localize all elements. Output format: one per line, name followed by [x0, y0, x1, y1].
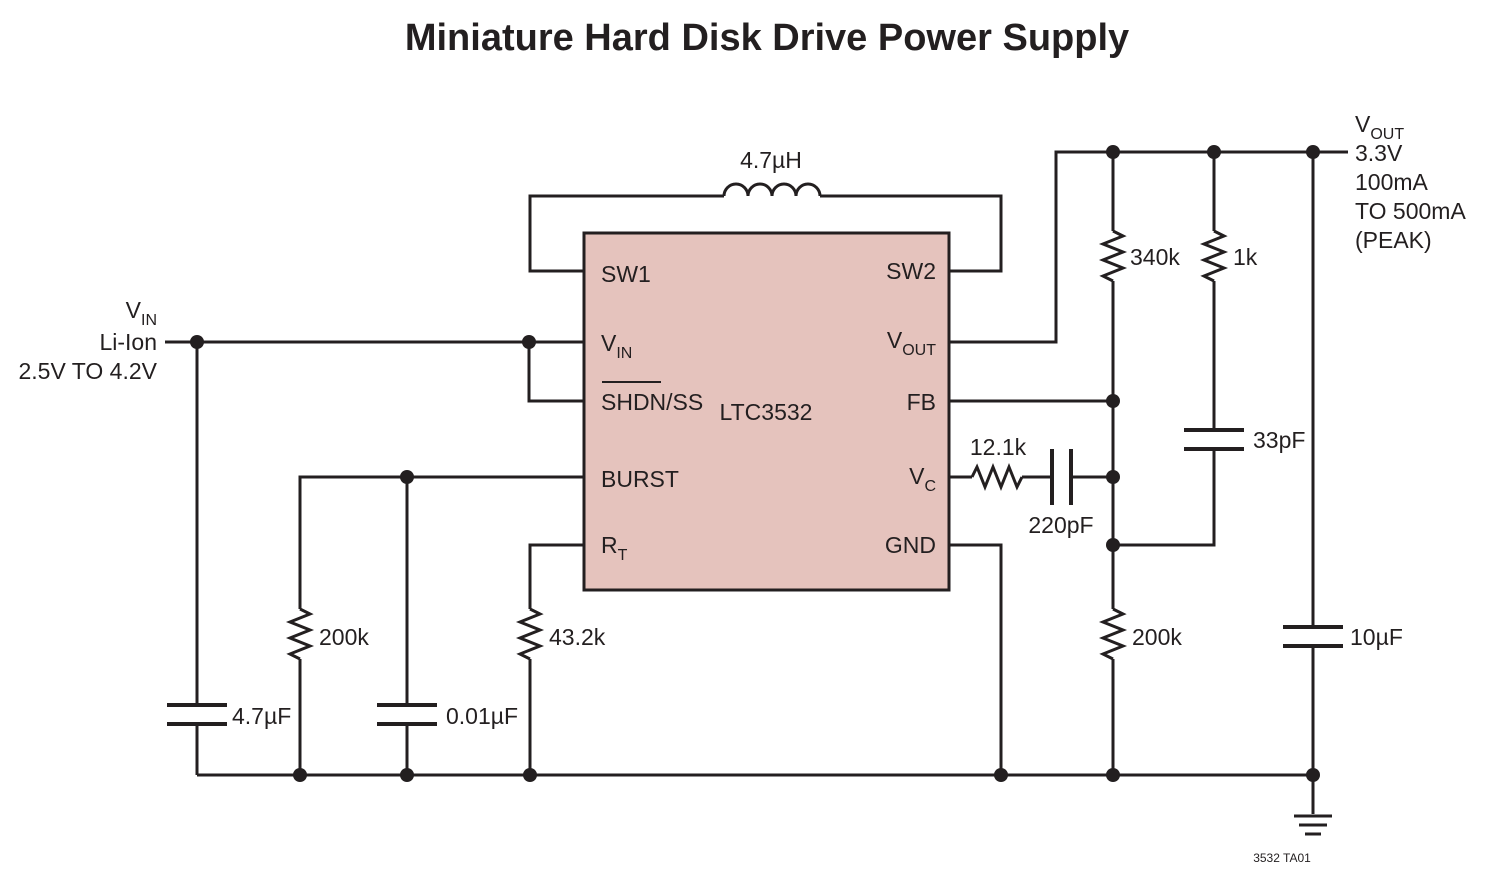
- r-ff-label: 1k: [1233, 244, 1258, 270]
- node-ff: [1106, 538, 1120, 552]
- c-comp-label: 220pF: [1028, 512, 1093, 538]
- wire-shdn-tie: [527, 342, 584, 403]
- wire-sw1: [528, 194, 724, 273]
- ic-name: LTC3532: [720, 399, 813, 425]
- pin-sw2: SW2: [886, 258, 936, 284]
- node-vin-shdn: [522, 335, 536, 349]
- output-current-min: 100mA: [1355, 169, 1429, 195]
- inductor-symbol: [722, 182, 822, 197]
- wire-vout-rail: [949, 150, 1348, 344]
- r-burst-symbol: [285, 607, 315, 661]
- c-ff-label: 33pF: [1253, 427, 1305, 453]
- node-fb: [1106, 394, 1120, 408]
- wire-ff-bottom: [1113, 449, 1216, 547]
- output-peak: (PEAK): [1355, 227, 1432, 253]
- wire-sw2: [820, 194, 1003, 273]
- node-gnd-1: [293, 768, 307, 782]
- r-bottom-symbol: [1098, 607, 1128, 661]
- diagram-title: Miniature Hard Disk Drive Power Supply: [405, 17, 1129, 59]
- r-bottom-label: 200k: [1132, 624, 1182, 650]
- wire-gnd-pin: [949, 543, 1003, 775]
- pin-shdn-ss: SHDN/SS: [601, 389, 703, 415]
- inductor-label: 4.7µH: [740, 147, 802, 173]
- r-rt-symbol: [515, 607, 545, 661]
- pin-vout: VOUT: [887, 327, 936, 359]
- r-top-symbol: [1098, 229, 1128, 283]
- cout-label: 10µF: [1350, 624, 1403, 650]
- output-voltage: 3.3V: [1355, 140, 1403, 166]
- output-name: VOUT: [1355, 111, 1404, 143]
- r-burst-label: 200k: [319, 624, 369, 650]
- input-name: VIN: [126, 297, 157, 329]
- pin-vin: VIN: [601, 330, 632, 362]
- pin-burst: BURST: [601, 466, 679, 492]
- node-comp: [1106, 470, 1120, 484]
- node-gnd-4: [994, 768, 1008, 782]
- node-gnd-2: [400, 768, 414, 782]
- cin-label: 4.7µF: [232, 703, 291, 729]
- ic-body: [582, 231, 951, 592]
- figure-tag: 3532 TA01: [1253, 851, 1311, 865]
- input-range: 2.5V TO 4.2V: [18, 358, 157, 384]
- r-comp-symbol: [970, 462, 1024, 492]
- pin-sw1: SW1: [601, 261, 651, 287]
- r-ff-symbol: [1199, 229, 1229, 283]
- input-type: Li-Ion: [99, 329, 157, 355]
- r-rt-label: 43.2k: [549, 624, 606, 650]
- pin-rt: RT: [601, 532, 628, 564]
- pin-fb: FB: [907, 389, 936, 415]
- pin-vc: VC: [909, 463, 936, 495]
- node-gnd-3: [523, 768, 537, 782]
- r-top-label: 340k: [1130, 244, 1180, 270]
- output-current-max: TO 500mA: [1355, 198, 1466, 224]
- wire-burst: [298, 475, 584, 609]
- c-burst-label: 0.01µF: [446, 703, 518, 729]
- pin-gnd: GND: [885, 532, 936, 558]
- r-comp-label: 12.1k: [970, 434, 1027, 460]
- wire-rt: [528, 543, 584, 609]
